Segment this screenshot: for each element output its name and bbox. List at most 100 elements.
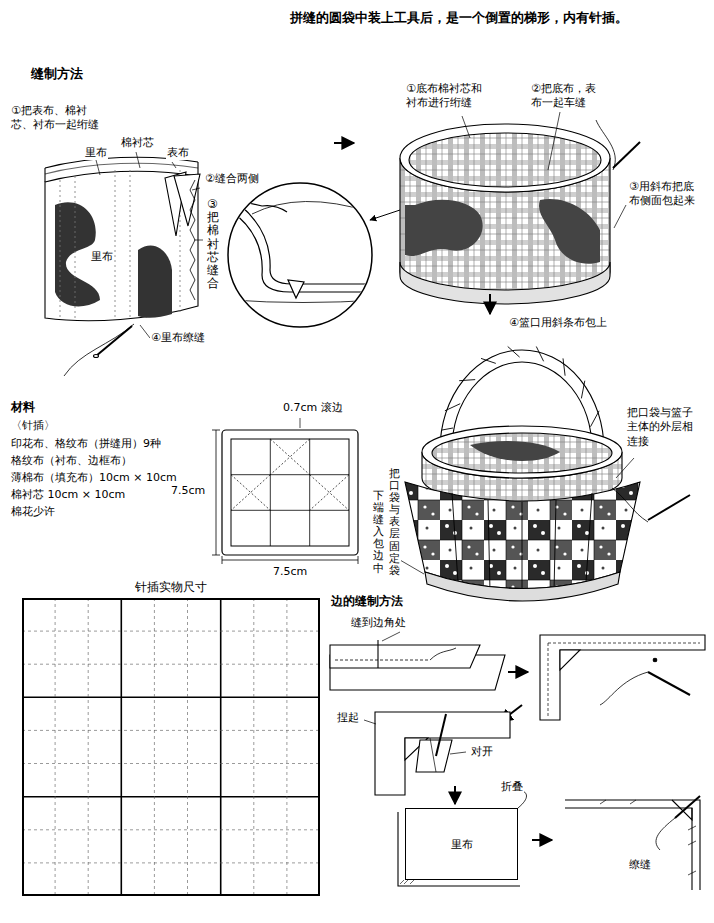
finished-basket <box>432 433 612 473</box>
step-note: ②把底布，表布一起车缝 <box>530 82 604 111</box>
full-size-grid <box>22 598 320 896</box>
step-note: 下端缝入包边中 <box>372 490 385 575</box>
edge-method <box>330 645 480 668</box>
edge-method <box>540 635 705 720</box>
step-note: ③把棉衬芯缝合 <box>206 198 220 290</box>
finished-basket <box>470 441 560 461</box>
edge-method <box>377 640 378 668</box>
pincushion-plan <box>231 439 349 546</box>
edge-method <box>430 648 456 660</box>
page-title: 拼缝的圆袋中装上工具后，是一个倒置的梯形，内有针插。 <box>290 10 628 27</box>
step-note: ④篮口用斜条布包上 <box>508 316 608 330</box>
pincushion-plan <box>222 430 358 555</box>
edge-method <box>430 738 436 772</box>
band-illustration <box>138 246 172 318</box>
edge-method <box>416 740 452 772</box>
step-arrow <box>489 294 491 314</box>
edge-method <box>436 714 446 756</box>
band-illustration <box>94 355 99 358</box>
layer-name: 棉衬芯 <box>120 136 155 150</box>
grid-heading: 针插实物尺寸 <box>24 579 318 596</box>
layer-name: 表布 <box>166 146 190 160</box>
pincushion-plan <box>300 418 301 428</box>
edge-method <box>675 796 700 818</box>
materials-item: 棉衬芯 10cm × 10cm <box>10 488 126 502</box>
basket-body <box>400 124 610 192</box>
band-illustration <box>60 170 180 320</box>
pincushion-plan <box>231 439 349 546</box>
band-illustration <box>96 152 176 175</box>
pincushion-plan <box>222 556 358 564</box>
finished-basket <box>612 488 648 522</box>
dimension: 0.7cm 滚边 <box>282 401 344 415</box>
step-note: ③用斜布把底布侧面包起来 <box>628 180 698 209</box>
pattern-grid: 针插实物尺寸 <box>22 598 320 896</box>
fabric-name: 里布 <box>451 837 473 852</box>
finished-basket <box>648 495 690 520</box>
materials-item: 棉花少许 <box>10 505 56 519</box>
section-heading: 材料 <box>10 400 36 416</box>
edge-method <box>330 632 705 890</box>
edge-method <box>656 818 675 850</box>
band-illustration <box>64 324 134 376</box>
detail-circle <box>226 183 418 327</box>
basket-body <box>409 133 601 187</box>
step-arrow <box>334 142 354 144</box>
band-illustration <box>140 188 203 338</box>
layer-name: 里布 <box>84 146 108 160</box>
finished-basket <box>425 572 620 601</box>
step-note: 缝到边角处 <box>350 616 407 630</box>
step-note: ④里布缭缝 <box>150 331 206 345</box>
edge-method <box>600 672 648 705</box>
edge-method <box>548 643 700 716</box>
pincushion-plan <box>231 439 349 510</box>
basket-body <box>596 120 615 170</box>
detail-circle <box>230 210 380 292</box>
detail-circle <box>228 183 372 327</box>
basket-body <box>405 200 483 256</box>
step-arrow <box>490 294 491 314</box>
materials-item: 〈针插〉 <box>10 419 56 433</box>
basket-body <box>400 112 640 304</box>
edge-method <box>508 671 528 673</box>
edge-method <box>648 672 690 695</box>
band-illustration <box>96 326 132 356</box>
step-note: ①把表布、棉衬芯、衬布一起绗缝 <box>10 104 108 133</box>
edge-method <box>364 720 466 754</box>
step-note: 捏起 <box>336 711 360 725</box>
full-size-grid <box>22 598 320 896</box>
detail-circle <box>226 198 380 303</box>
detail-circle <box>232 300 380 303</box>
edge-method <box>335 660 430 661</box>
materials-item: 格纹布（衬布、边框布） <box>10 454 133 468</box>
basket-body <box>613 142 640 168</box>
step-note: 缭缝 <box>628 858 652 872</box>
edge-method <box>330 655 505 690</box>
edge-method <box>532 839 552 841</box>
finished-basket <box>452 493 592 595</box>
basket-body <box>400 262 610 304</box>
full-size-grid <box>22 598 320 896</box>
step-arrow <box>334 143 354 144</box>
step-note: 把口袋与篮子主体的外层相连接 <box>626 406 696 449</box>
finished-basket <box>400 458 634 574</box>
edge-method <box>382 632 400 641</box>
pincushion-plan <box>212 430 220 555</box>
dimension: 7.5cm <box>272 565 308 579</box>
edge-method <box>653 658 657 662</box>
step-note: 把口袋与表层固定袋 <box>388 468 401 577</box>
finished-basket <box>422 426 622 478</box>
detail-circle <box>288 280 304 298</box>
band-illustration <box>60 170 180 320</box>
edge-method <box>375 712 510 795</box>
detail-circle <box>240 205 380 284</box>
detail-circle <box>252 201 370 214</box>
finished-basket <box>400 347 690 602</box>
section-heading: 边的缝制方法 <box>330 594 404 610</box>
layer-name: 里布 <box>90 250 114 264</box>
band-illustration <box>174 174 200 226</box>
edge-method <box>400 880 414 884</box>
step-note: ②缝合两侧 <box>204 172 260 186</box>
edge-method <box>560 650 580 670</box>
